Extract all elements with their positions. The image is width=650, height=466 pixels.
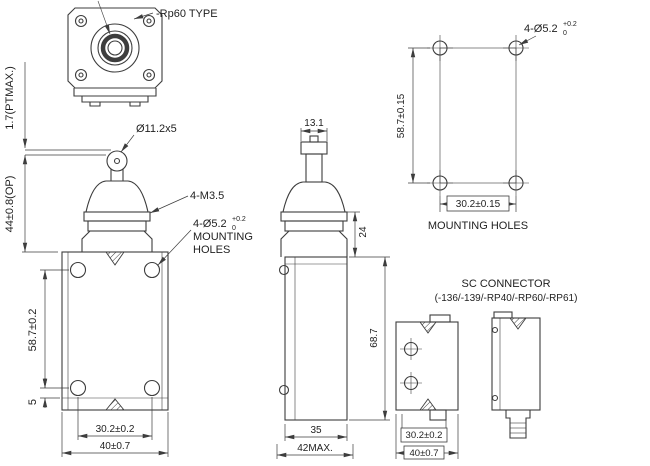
sc-connector-title: SC CONNECTOR — [461, 278, 550, 290]
mounting-holes-caption: MOUNTING HOLES — [428, 220, 528, 232]
sc-connector-subtitle: (-136/-139/-RP40/-RP60/-RP61) — [435, 293, 578, 304]
dim-mh-vertical: 58.7±0.15 — [396, 93, 407, 138]
side-view-dimensions: 13.1 24 68.7 35 42MAX. — [276, 118, 390, 459]
top-view-label: -Rp60 TYPE — [133, 8, 218, 20]
dim-pretravel: 1.7(PTMAX.) — [4, 66, 16, 130]
mounting-holes-labels: 4-Ø5.2 +0.2 0 MOUNTING HOLES — [428, 21, 577, 232]
sc-connector-titles: SC CONNECTOR (-136/-139/-RP40/-RP60/-RP6… — [435, 278, 578, 304]
holes-tol-upper: +0.2 — [232, 216, 246, 223]
holes-label-line3: HOLES — [193, 244, 230, 256]
top-view-head — [67, 0, 163, 107]
screws-label: 4-M3.5 — [190, 190, 224, 202]
dim-depth: 35 — [310, 425, 322, 436]
mounting-holes-dimensions: 58.7±0.15 30.2±0.15 — [396, 47, 517, 212]
side-view-body — [278, 135, 348, 421]
dim-hole-span-v: 58.7±0.2 — [27, 309, 39, 352]
dim-base-offset: 5 — [27, 399, 39, 405]
sc-connector-dimensions: 30.2±0.2 40±0.7 — [395, 414, 459, 460]
dim-mh-horizontal: 30.2±0.15 — [456, 199, 501, 210]
dim-width: 40±0.7 — [100, 441, 131, 452]
dim-hole-span-h: 30.2±0.2 — [96, 424, 135, 435]
sc-connector-front-view — [395, 314, 459, 421]
sc-connector-side-view — [491, 311, 541, 439]
mounting-holes-pattern — [427, 35, 529, 196]
dim-body-h: 68.7 — [369, 328, 380, 348]
front-view-labels: Ø11.2x5 4-M3.5 4-Ø5.2 +0.2 0 MOUNTING HO… — [120, 123, 253, 266]
front-view-dimensions: 1.7(PTMAX.) 44±0.8(OP) 58.7±0.2 5 30.2±0… — [4, 62, 169, 457]
mh-holes-label: 4-Ø5.2 — [524, 23, 558, 35]
sc-dim-hole-span: 30.2±0.2 — [406, 430, 443, 441]
sc-dim-width: 40±0.7 — [410, 448, 439, 459]
holes-label: 4-Ø5.2 — [193, 218, 227, 230]
dim-plunger-w: 13.1 — [304, 118, 324, 129]
front-view-body — [61, 150, 169, 411]
mh-holes-tol-lower: 0 — [563, 30, 567, 37]
dim-depth-max: 42MAX. — [297, 443, 333, 454]
holes-tol-lower: 0 — [232, 225, 236, 232]
dim-head-h: 24 — [358, 226, 369, 238]
rp60-type-label: -Rp60 TYPE — [156, 8, 218, 20]
mh-holes-tol-upper: +0.2 — [563, 21, 577, 28]
plunger-dim-label: Ø11.2x5 — [136, 123, 177, 135]
holes-label-line2: MOUNTING — [193, 231, 253, 243]
dim-operating: 44±0.8(OP) — [4, 176, 16, 233]
